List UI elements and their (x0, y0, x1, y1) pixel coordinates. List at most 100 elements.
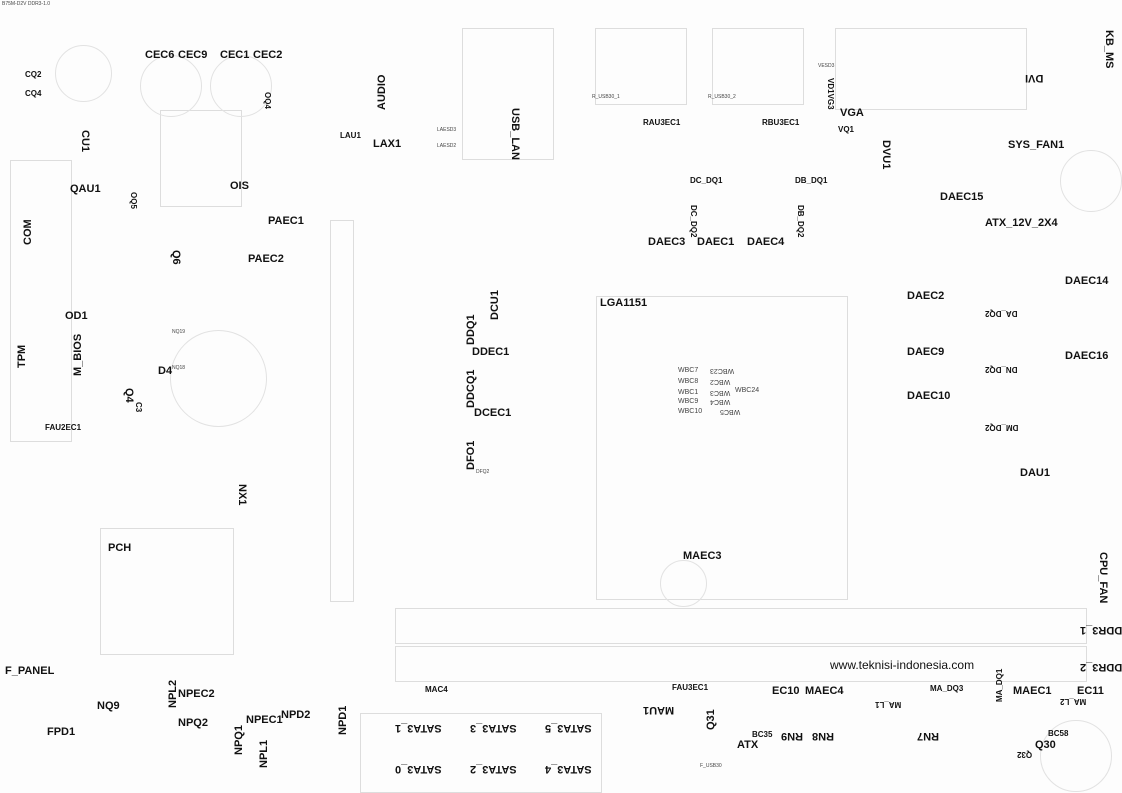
label-q31: Q31 (705, 709, 717, 730)
label-sys-fan1: SYS_FAN1 (1008, 139, 1065, 151)
label-wbc24: WBC24 (735, 387, 760, 394)
label-vga: VGA (840, 107, 864, 119)
label-ec10: EC10 (772, 685, 800, 697)
label-dau1: DAU1 (1020, 467, 1050, 479)
label-daec9: DAEC9 (907, 346, 945, 358)
label-da-dq2: DA_DQ2 (985, 309, 1018, 318)
label-wbc9: WBC9 (678, 398, 699, 405)
label-daec2: DAEC2 (907, 290, 945, 302)
label-wbc4: WBC4 (710, 398, 731, 405)
label-q30: Q30 (1035, 739, 1056, 751)
label-lga1151: LGA1151 (600, 297, 648, 309)
label-npec2: NPEC2 (178, 688, 215, 700)
label-ddcq1: DDCQ1 (465, 369, 477, 408)
label-kb-ms: KB_MS (1103, 30, 1115, 69)
label-npl1: NPL1 (258, 739, 270, 768)
label-rn9: RN9 (781, 730, 804, 742)
label-cpu-fan: CPU_FAN (1097, 552, 1109, 604)
label-vesd3: VESD3 (818, 63, 835, 69)
label-lax1: LAX1 (373, 138, 402, 150)
label-q32: Q32 (1017, 750, 1033, 759)
label-wbc5: WBC5 (720, 408, 741, 415)
label-lau1: LAU1 (340, 131, 361, 140)
label-dvu1: DVU1 (880, 140, 892, 170)
label-atx-12v: ATX_12V_2X4 (985, 217, 1058, 229)
label-cec6: CEC6 (145, 49, 175, 61)
label-sata3-4: SATA3_4 (545, 763, 592, 775)
label-pch: PCH (108, 542, 132, 554)
label-bc58: BC58 (1048, 729, 1069, 738)
label-atx: ATX (737, 739, 759, 751)
label-sata3-2: SATA3_2 (470, 763, 517, 775)
label-r-usb30-2: R_USB30_2 (708, 94, 736, 100)
label-cec1: CEC1 (220, 49, 250, 61)
label-ddr3-1: DDR3_1 (1080, 624, 1122, 636)
label-audio: AUDIO (376, 74, 388, 110)
label-ddec1: DDEC1 (472, 346, 510, 358)
label-cec2: CEC2 (253, 49, 283, 61)
label-d4: D4 (158, 365, 173, 377)
label-ma-dq1: MA_DQ1 (995, 668, 1004, 702)
label-oq4: OQ4 (263, 92, 272, 109)
label-paec2: PAEC2 (248, 253, 284, 265)
label-m-bios: M_BIOS (72, 333, 84, 376)
label-f-usb30: F_USB30 (700, 763, 722, 769)
label-paec1: PAEC1 (268, 215, 304, 227)
label-npd1: NPD1 (337, 705, 349, 735)
label-nq19: NQ19 (172, 329, 186, 335)
label-nq9: NQ9 (97, 700, 120, 712)
label-fau3ec1: FAU3EC1 (672, 683, 709, 692)
label-daec16: DAEC16 (1065, 350, 1109, 362)
label-r-usb30-1: R_USB30_1 (592, 94, 620, 100)
label-npq1: NPQ1 (233, 725, 245, 755)
label-ma-l2: MA_L2 (1060, 697, 1087, 706)
label-npq2: NPQ2 (178, 717, 208, 729)
label-sata3-3: SATA3_3 (470, 722, 517, 734)
label-maec4: MAEC4 (805, 685, 844, 697)
label-od1: OD1 (65, 310, 88, 322)
label-wbc2: WBC2 (710, 378, 731, 385)
label-cec9: CEC9 (178, 49, 208, 61)
label-daec4: DAEC4 (747, 236, 785, 248)
label-nx1: NX1 (236, 484, 248, 506)
label-daec1: DAEC1 (697, 236, 735, 248)
label-wbc3: WBC3 (710, 389, 731, 396)
label-wbc10: WBC10 (678, 408, 703, 415)
label-laesd2: LAESD2 (437, 143, 457, 149)
label-npec1: NPEC1 (246, 714, 283, 726)
label-maec1: MAEC1 (1013, 685, 1052, 697)
label-dm-dq2: DM_DQ2 (985, 423, 1019, 432)
label-oq5: OQ5 (129, 192, 138, 209)
label-dfq2: DFQ2 (476, 469, 490, 475)
label-nq18: NQ18 (172, 365, 186, 371)
label-wbc23: WBC23 (710, 367, 735, 374)
label-ma-l1: MA_L1 (875, 700, 902, 709)
label-npl2: NPL2 (167, 679, 179, 708)
label-dcec1: DCEC1 (474, 407, 512, 419)
label-sata3-5: SATA3_5 (545, 722, 592, 734)
label-fau2ec1: FAU2EC1 (45, 423, 82, 432)
label-c3: C3 (134, 402, 143, 413)
label-wbc8: WBC8 (678, 378, 699, 385)
label-vd1vg3: VD1VG3 (826, 78, 835, 110)
label-cu1: CU1 (79, 130, 91, 153)
label-rbu3ec1: RBU3EC1 (762, 118, 800, 127)
label-dc-dq1: DC_DQ1 (690, 176, 723, 185)
label-wbc7: WBC7 (678, 367, 699, 374)
label-sata3-1: SATA3_1 (395, 722, 442, 734)
label-bc35: BC35 (752, 730, 773, 739)
label-ma-dq3: MA_DQ3 (930, 684, 964, 693)
label-maec3: MAEC3 (683, 550, 722, 562)
label-wbc1: WBC1 (678, 389, 699, 396)
label-daec3: DAEC3 (648, 236, 686, 248)
label-ddq1: DDQ1 (465, 314, 477, 345)
label-laesd3: LAESD3 (437, 127, 457, 133)
label-dc-dq2: DC_DQ2 (689, 205, 698, 238)
label-mau1: MAU1 (643, 704, 675, 716)
label-ddr3-2: DDR3_2 (1080, 661, 1122, 673)
label-f-panel: F_PANEL (5, 665, 55, 677)
label-daec14: DAEC14 (1065, 275, 1109, 287)
label-q4: Q4 (123, 388, 135, 403)
label-cq4: CQ4 (25, 89, 42, 98)
label-q6: Q6 (170, 250, 182, 265)
